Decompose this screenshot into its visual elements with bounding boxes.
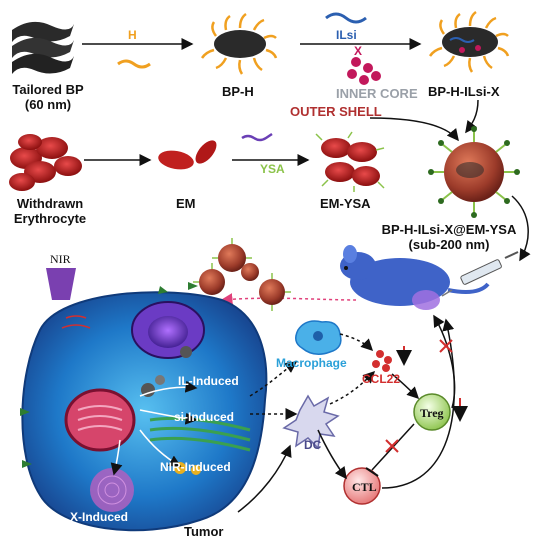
inhibition-cross-marks: [385, 339, 453, 453]
inner-core-label: INNER CORE: [336, 86, 418, 101]
dc-icon: [282, 394, 340, 450]
ccl22-label: CCL22: [362, 372, 401, 386]
il-induced-label: IL-Induced: [178, 374, 239, 388]
nir-label: NIR: [50, 252, 71, 266]
final-np-size-text: (sub-200 nm): [408, 237, 490, 252]
arrow-core-to-final: [465, 99, 479, 134]
lysosome-icon: [90, 468, 134, 512]
si-induced-label: si-Induced: [174, 410, 235, 424]
treg-icon: [413, 393, 451, 431]
final-nanoparticle-icon: [428, 126, 520, 218]
tailored-bp-flakes-icon: [12, 21, 74, 74]
nanoparticle-delivery-path: [220, 293, 357, 306]
h-label: H: [128, 28, 137, 42]
macrophage-label: Macrophage: [276, 356, 347, 370]
tailored-bp-size-text: (60 nm): [24, 97, 72, 112]
bp-h-ilsi-x-label: BP-H-ILsi-X: [428, 84, 500, 99]
ccl22-molecules-icon: [372, 350, 392, 372]
h-chain-icon: [117, 59, 151, 69]
withdrawn-text: Withdrawn: [16, 196, 84, 211]
dc-label: DC: [304, 438, 322, 452]
macrophage-icon: [295, 320, 342, 355]
bp-h-label: BP-H: [222, 84, 254, 99]
erythrocyte-text: Erythrocyte: [13, 211, 87, 226]
tailored-bp-text: Tailored BP: [12, 82, 84, 97]
tailored-bp-label: Tailored BP (60 nm): [8, 82, 88, 112]
x-label: X: [354, 44, 363, 58]
arrow-final-to-mouse: [511, 195, 531, 262]
nir-lamp-icon: [46, 268, 91, 329]
ilsi-label: ILsi: [336, 28, 357, 42]
ysa-peptide-icon: [241, 132, 273, 142]
final-np-label: BP-H-ILsi-X@EM-YSA (sub-200 nm): [364, 222, 534, 252]
mouse-icon: [340, 245, 490, 310]
ctl-icon: [343, 467, 381, 505]
ctl-label: CTL: [352, 480, 377, 494]
withdrawn-rbc-icon: [9, 134, 82, 191]
syringe-icon: [441, 251, 519, 297]
bp-h-particle-icon: [200, 12, 278, 75]
ysa-label: YSA: [260, 162, 285, 176]
circulating-nanoparticles-icon: [193, 238, 291, 311]
mouse-tumor-icon: [412, 290, 440, 310]
targeting-arrowheads-icon: [20, 282, 198, 468]
em-label: EM: [176, 196, 196, 211]
arrow-shell-to-final: [369, 117, 459, 142]
em-ysa-label: EM-YSA: [320, 196, 371, 211]
outer-shell-label: OUTER SHELL: [290, 104, 382, 119]
em-ysa-icon: [315, 131, 385, 192]
bp-h-ilsi-x-particle-icon: [428, 10, 510, 73]
tumor-label: Tumor: [184, 524, 224, 539]
ilsi-strand-icon: [325, 12, 367, 24]
x-induced-label: X-Induced: [70, 510, 129, 524]
treg-label: Treg: [420, 406, 444, 420]
mitochondria-icon: [64, 388, 136, 452]
withdrawn-erythrocyte-label: Withdrawn Erythrocyte: [4, 196, 96, 226]
nir-induced-label: NIR-Induced: [160, 460, 231, 474]
em-ghost-icon: [158, 140, 217, 170]
final-np-text: BP-H-ILsi-X@EM-YSA: [381, 222, 517, 237]
x-molecules-icon: [347, 57, 381, 85]
